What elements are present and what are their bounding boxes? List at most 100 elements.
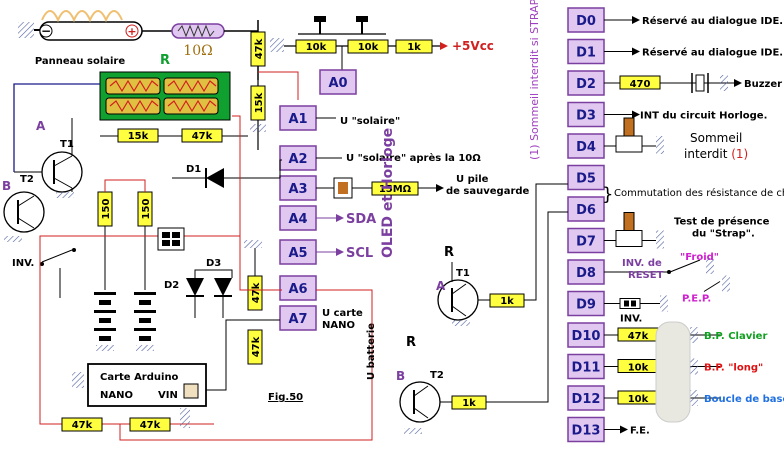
- froid-label: "Froid": [680, 252, 719, 263]
- svg-text:T1: T1: [456, 268, 470, 279]
- pin-label: A2: [288, 152, 307, 167]
- resistors-horizontal-mid: 15k 47k: [100, 128, 248, 143]
- resistor-15M: 15MΩ: [379, 184, 412, 195]
- pin-a2: A2: [279, 145, 317, 171]
- svg-text:VIN: VIN: [158, 390, 178, 401]
- svg-text:15k: 15k: [254, 92, 265, 113]
- resistor-15k-vertical: 15k: [250, 85, 266, 132]
- pin-d2: D2: [567, 70, 605, 96]
- supply-chain: 10k 10k 1k +5Vcc: [270, 16, 494, 70]
- resistors-150: 150 150: [97, 179, 153, 290]
- commutation-note: Commutation des résistance de charge.: [614, 187, 784, 199]
- svg-text:}: }: [602, 184, 613, 205]
- pin-d5: D5: [567, 164, 605, 191]
- pin-d1: D1: [567, 38, 605, 65]
- svg-text:1k: 1k: [500, 296, 514, 307]
- desc-a2: U "solaire" après la 10Ω: [346, 152, 481, 164]
- desc-d1: Réservé au dialogue IDE.: [642, 47, 783, 59]
- svg-text:47k: 47k: [192, 131, 213, 142]
- desc-a4: SDA: [346, 212, 376, 227]
- pin-label: A6: [288, 282, 307, 297]
- svg-text:D3: D3: [206, 258, 221, 269]
- t2-base-label: B: [2, 179, 11, 193]
- pin-d7: D7: [567, 227, 605, 254]
- svg-text:15k: 15k: [128, 131, 149, 142]
- transistor-t1-right: T1 R A 1k: [436, 183, 568, 326]
- desc-d2: Buzzer: [744, 79, 782, 90]
- resistor-1k-top: 1k: [407, 42, 421, 53]
- resistor-d2: 470: [630, 79, 651, 90]
- resistor-d12: 10k: [628, 394, 649, 405]
- pin-d13: D13: [567, 416, 605, 443]
- inv-d9: INV.: [620, 314, 642, 325]
- batteries: [94, 292, 156, 351]
- desc-d3: INT du circuit Horloge.: [640, 111, 767, 122]
- pin-a6: A6: [279, 275, 317, 301]
- pin-label: D1: [576, 46, 596, 61]
- digital-pins: D0D1D2D3D4D5D6D7D8D9D10D11D12D13Réservé …: [567, 7, 784, 443]
- resistors-47k-vertical: 47k 47k: [244, 240, 263, 365]
- pin-d0: D0: [567, 7, 605, 33]
- relay-label: R: [160, 53, 170, 68]
- pin-label: A1: [288, 112, 307, 127]
- resistors-47k-bottom: 47k 47k Fig.50 U batterie: [39, 242, 377, 441]
- pin-d4: D4: [567, 133, 605, 159]
- inv-switch-left: INV.: [12, 235, 195, 298]
- svg-text:INV.: INV.: [12, 258, 34, 269]
- resistor-10k-a: 10k: [306, 42, 327, 53]
- pin-label: D11: [572, 361, 601, 376]
- pin-label: A7: [288, 312, 307, 327]
- solar-panel-label: Panneau solaire: [35, 56, 126, 67]
- svg-text:150: 150: [141, 199, 152, 220]
- desc-a5: SCL: [346, 246, 373, 261]
- svg-text:R: R: [444, 245, 454, 260]
- pin-d10: D10: [567, 322, 605, 348]
- desc-d9: P.E.P.: [682, 294, 711, 305]
- pin-d11: D11: [567, 353, 605, 380]
- pin-label: D6: [576, 203, 596, 218]
- resistor-47k-top: 47k: [250, 20, 266, 80]
- pin-a7: A7: [279, 305, 317, 331]
- supply-label: +5Vcc: [452, 39, 494, 53]
- pin-label: D2: [576, 77, 596, 92]
- pin-d9: D9: [567, 290, 605, 317]
- pin-d12: D12: [567, 385, 605, 411]
- pin-label: D0: [576, 14, 596, 29]
- led-group-bg: [655, 321, 691, 423]
- pin-label: D10: [572, 329, 601, 344]
- svg-text:D1: D1: [186, 164, 201, 175]
- pin-label: D13: [572, 424, 601, 439]
- pin-a3: A3: [279, 175, 317, 201]
- resistor-d10: 47k: [628, 331, 649, 342]
- pin-label: D4: [576, 140, 596, 155]
- svg-text:47k: 47k: [254, 38, 265, 59]
- transistor-t1-left: T1 A: [14, 118, 83, 198]
- diode-d1: D1: [172, 164, 280, 188]
- resistor-10k-b: 10k: [358, 42, 379, 53]
- pin-label: D12: [572, 392, 601, 407]
- relay: R: [99, 53, 231, 121]
- pin-label: A0: [328, 76, 347, 91]
- a3-backup: 15MΩ: [333, 177, 444, 199]
- pin-label: D5: [576, 172, 596, 187]
- arduino-nano-block: Carte Arduino NANO VIN: [72, 319, 280, 407]
- svg-text:47k: 47k: [251, 336, 262, 357]
- svg-text:47k: 47k: [140, 420, 161, 431]
- pin-label: D8: [576, 266, 596, 281]
- desc-d0: Réservé au dialogue IDE.: [642, 15, 783, 27]
- desc-d10: B.P. Clavier: [704, 331, 767, 342]
- svg-text:150: 150: [101, 199, 112, 220]
- svg-text:47k: 47k: [72, 420, 93, 431]
- minus-sign: −: [41, 24, 51, 38]
- figure-title: Fig.50: [268, 392, 303, 403]
- t1-base-label: A: [36, 119, 46, 133]
- svg-text:T2: T2: [430, 370, 444, 381]
- pin-a0: A0: [319, 69, 357, 95]
- strap-connector-left: [157, 227, 185, 251]
- plus-sign: +: [127, 25, 136, 38]
- diodes-d2-d3: D2 D3: [164, 235, 240, 318]
